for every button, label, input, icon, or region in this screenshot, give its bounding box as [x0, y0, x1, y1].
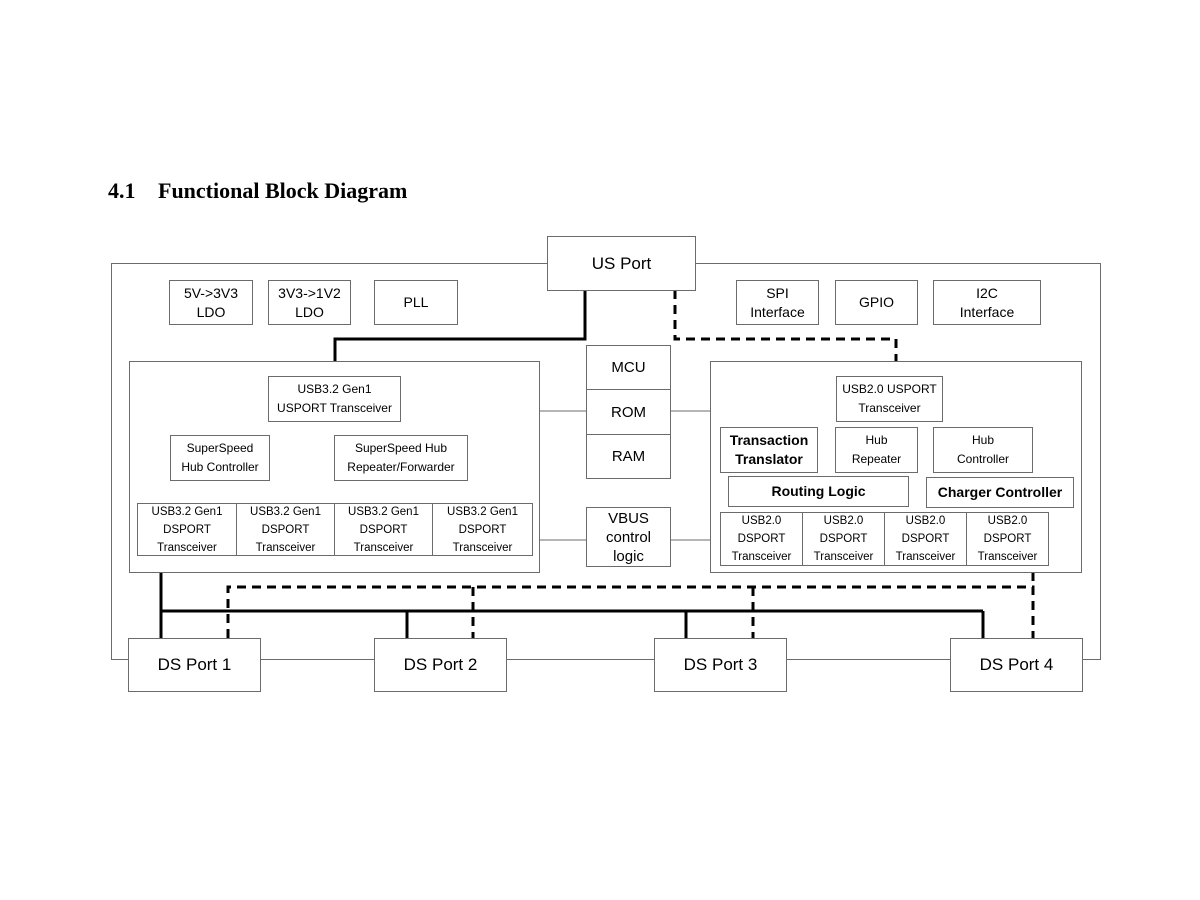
ss-dsport-transceiver-1: USB3.2 Gen1 DSPORT Transceiver	[137, 503, 237, 556]
hs-usport-transceiver-block: USB2.0 USPORT Transceiver	[836, 376, 943, 422]
charger-controller-block: Charger Controller	[926, 477, 1074, 508]
hs-dsport-transceiver-2: USB2.0 DSPORT Transceiver	[802, 512, 885, 566]
ss-dsport-transceiver-4: USB3.2 Gen1 DSPORT Transceiver	[432, 503, 533, 556]
ram-block: RAM	[586, 434, 671, 479]
ss-dsport-transceiver-2: USB3.2 Gen1 DSPORT Transceiver	[236, 503, 335, 556]
pll-block: PLL	[374, 280, 458, 325]
hs-downstream-bus	[226, 585, 1035, 638]
gpio-block: GPIO	[835, 280, 918, 325]
ss-hub-repeater-block: SuperSpeed Hub Repeater/Forwarder	[334, 435, 468, 481]
ds-port-3-block: DS Port 3	[654, 638, 787, 692]
section-title: Functional Block Diagram	[158, 178, 408, 203]
ldo-5v-block: 5V->3V3 LDO	[169, 280, 253, 325]
ds-port-2-block: DS Port 2	[374, 638, 507, 692]
us-port-block: US Port	[547, 236, 696, 291]
hs-dsport-transceiver-4: USB2.0 DSPORT Transceiver	[966, 512, 1049, 566]
hub-controller-block: Hub Controller	[933, 427, 1033, 473]
ds-port-1-block: DS Port 1	[128, 638, 261, 692]
ss-dsport-transceiver-3: USB3.2 Gen1 DSPORT Transceiver	[334, 503, 433, 556]
transaction-translator-block: Transaction Translator	[720, 427, 818, 473]
ss-hub-controller-block: SuperSpeed Hub Controller	[170, 435, 270, 481]
hs-dsport-transceiver-3: USB2.0 DSPORT Transceiver	[884, 512, 967, 566]
i2c-interface-block: I2C Interface	[933, 280, 1041, 325]
vbus-control-logic-block: VBUS control logic	[586, 507, 671, 567]
routing-logic-block: Routing Logic	[728, 476, 909, 507]
section-heading: 4.1 Functional Block Diagram	[108, 178, 407, 204]
ldo-3v3-block: 3V3->1V2 LDO	[268, 280, 351, 325]
ss-usport-transceiver-block: USB3.2 Gen1 USPORT Transceiver	[268, 376, 401, 422]
ss-upstream-path	[333, 290, 587, 361]
rom-block: ROM	[586, 389, 671, 435]
mcu-block: MCU	[586, 345, 671, 390]
us-port-label: US Port	[591, 253, 652, 273]
ds-port-4-block: DS Port 4	[950, 638, 1083, 692]
hub-repeater-block: Hub Repeater	[835, 427, 918, 473]
hs-dsport-transceiver-1: USB2.0 DSPORT Transceiver	[720, 512, 803, 566]
spi-interface-block: SPI Interface	[736, 280, 819, 325]
section-number: 4.1	[108, 178, 136, 203]
